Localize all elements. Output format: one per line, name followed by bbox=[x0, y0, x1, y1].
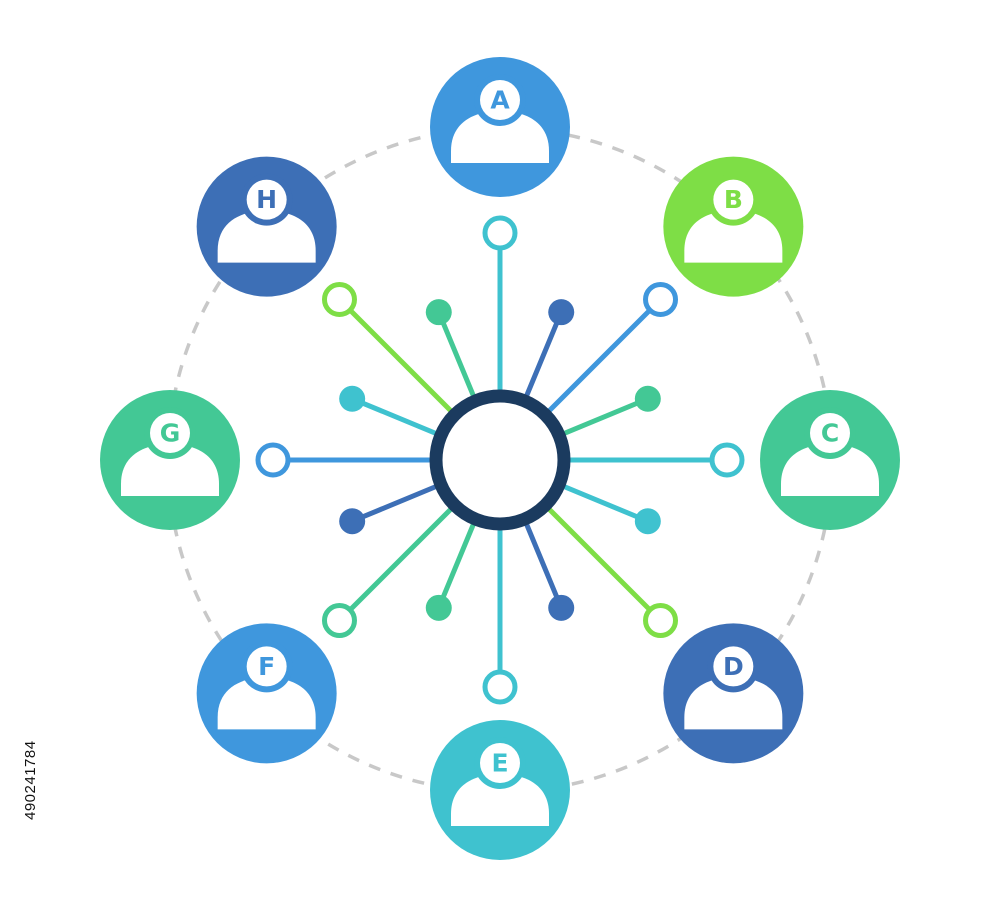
spoke-ring-terminal bbox=[709, 442, 745, 478]
user-icon bbox=[217, 173, 316, 263]
user-icon bbox=[217, 640, 316, 730]
user-icon bbox=[451, 74, 549, 163]
spoke-ring-terminal bbox=[482, 215, 518, 251]
user-node-c: C bbox=[760, 390, 900, 530]
hub-ring bbox=[429, 389, 571, 531]
user-icon bbox=[121, 407, 219, 496]
user-node-label: H bbox=[256, 185, 277, 214]
spoke-sw bbox=[321, 457, 503, 639]
spoke-ring-terminal bbox=[643, 603, 679, 639]
user-node-f: F bbox=[196, 623, 337, 764]
user-nodes: A B C D E F G H bbox=[100, 57, 900, 860]
spoke-ring-terminal bbox=[482, 669, 518, 705]
user-node-label: F bbox=[258, 652, 275, 681]
user-node-label: G bbox=[160, 419, 181, 448]
spoke-dot-terminal bbox=[548, 299, 575, 326]
user-node-label: A bbox=[490, 86, 510, 115]
user-node-g: G bbox=[100, 390, 240, 530]
spoke-dot-terminal bbox=[339, 385, 366, 412]
user-node-h: H bbox=[196, 156, 337, 297]
spoke-ring-terminal bbox=[255, 442, 291, 478]
user-node-label: B bbox=[724, 185, 743, 214]
stock-image-id: 490241784 bbox=[22, 740, 39, 820]
user-icon bbox=[451, 737, 549, 826]
user-node-d: D bbox=[663, 623, 804, 764]
spoke-ring-terminal bbox=[321, 603, 357, 639]
user-node-label: E bbox=[491, 749, 508, 778]
spoke-dot-terminal bbox=[425, 594, 452, 621]
user-node-label: D bbox=[723, 652, 744, 681]
user-node-label: C bbox=[821, 419, 839, 448]
user-node-b: B bbox=[663, 156, 804, 297]
spoke-ring-terminal bbox=[643, 281, 679, 317]
spoke-dot-terminal bbox=[339, 508, 366, 535]
user-icon bbox=[684, 640, 783, 730]
user-icon bbox=[684, 173, 783, 263]
user-icon bbox=[781, 407, 879, 496]
spoke-dot-terminal bbox=[634, 508, 661, 535]
central-hub bbox=[429, 389, 571, 531]
spoke-dot-terminal bbox=[425, 299, 452, 326]
user-node-a: A bbox=[430, 57, 570, 197]
spoke-ring-terminal bbox=[321, 281, 357, 317]
spoke-dot-terminal bbox=[634, 385, 661, 412]
user-node-e: E bbox=[430, 720, 570, 860]
spoke-dot-terminal bbox=[548, 594, 575, 621]
